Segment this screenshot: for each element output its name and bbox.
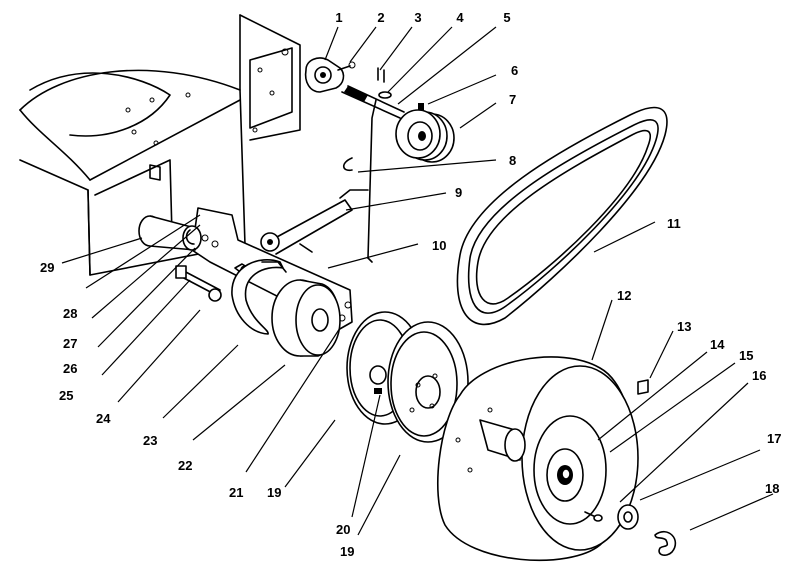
callout-11: 11 xyxy=(667,216,681,231)
callout-28: 28 xyxy=(63,306,77,321)
callout-20: 20 xyxy=(336,522,350,537)
callout-23: 23 xyxy=(143,433,157,448)
callout-26: 26 xyxy=(63,361,77,376)
callout-18: 18 xyxy=(765,481,779,496)
v-belt xyxy=(456,106,668,326)
callout-4: 4 xyxy=(456,10,464,25)
deck-frame xyxy=(19,14,301,276)
callout-3: 3 xyxy=(414,10,421,25)
callout-5: 5 xyxy=(503,10,510,25)
callout-19-upper: 19 xyxy=(267,485,281,500)
leader-lines xyxy=(61,26,774,536)
hub-hardware xyxy=(617,379,677,557)
pulleys xyxy=(346,311,469,443)
callout-6: 6 xyxy=(511,63,518,78)
callout-9: 9 xyxy=(455,185,462,200)
callout-14: 14 xyxy=(710,337,725,352)
callout-8: 8 xyxy=(509,153,516,168)
callouts: 1 2 3 4 5 6 7 8 9 10 11 12 13 14 15 16 1… xyxy=(40,10,781,559)
callout-1: 1 xyxy=(335,10,342,25)
callout-25: 25 xyxy=(59,388,73,403)
callout-22: 22 xyxy=(178,458,192,473)
callout-17: 17 xyxy=(767,431,781,446)
callout-19-lower: 19 xyxy=(340,544,354,559)
callout-7: 7 xyxy=(509,92,516,107)
callout-12: 12 xyxy=(617,288,631,303)
brake-band xyxy=(231,259,287,335)
callout-2: 2 xyxy=(377,10,384,25)
callout-16: 16 xyxy=(752,368,766,383)
callout-13: 13 xyxy=(677,319,691,334)
callout-10: 10 xyxy=(432,238,446,253)
callout-27: 27 xyxy=(63,336,77,351)
drum-hub xyxy=(271,279,341,357)
callout-21: 21 xyxy=(229,485,243,500)
wheel-tire xyxy=(436,356,639,562)
upper-shaft-assembly xyxy=(304,57,455,263)
callout-29: 29 xyxy=(40,260,54,275)
callout-24: 24 xyxy=(96,411,111,426)
callout-15: 15 xyxy=(739,348,753,363)
